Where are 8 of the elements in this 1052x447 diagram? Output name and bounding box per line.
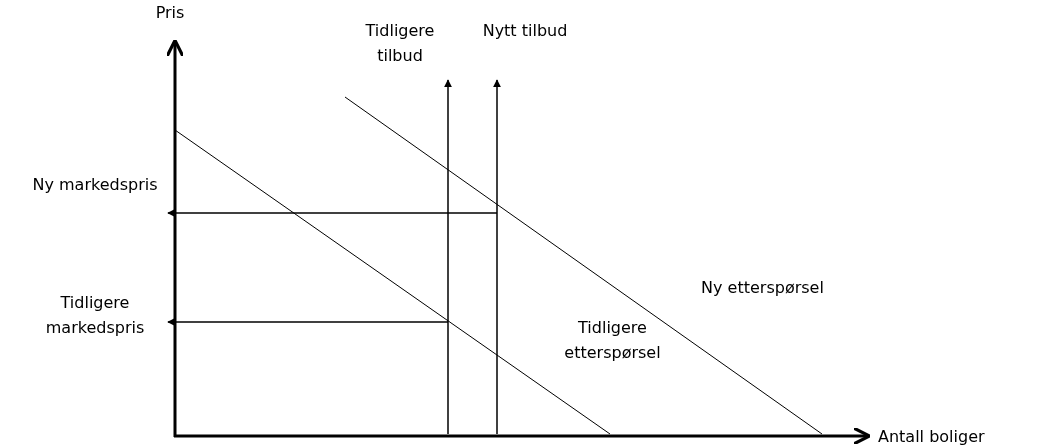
- curve-label: Nytt tilbud: [481, 20, 569, 42]
- curve-label: Tidligere etterspørsel: [563, 317, 662, 364]
- curve-label: Tidligere tilbud: [364, 20, 436, 67]
- curve-label: Ny etterspørsel: [700, 277, 825, 299]
- axis-label: Antall boliger: [878, 426, 986, 447]
- price-label: Ny markedspris: [31, 174, 159, 196]
- axis-label: Pris: [154, 2, 186, 24]
- price-label: Tidligere markedspris: [44, 292, 146, 339]
